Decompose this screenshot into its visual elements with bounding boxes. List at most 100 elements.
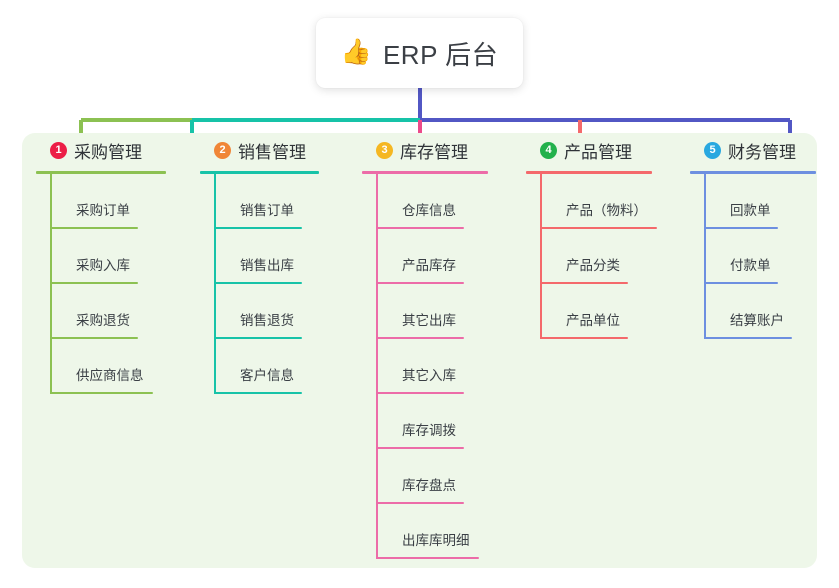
leaf-item-label: 仓库信息: [402, 203, 456, 218]
branch-spine-5: [704, 174, 706, 339]
leaf-item-label: 采购入库: [76, 258, 130, 273]
branch-spine-2: [214, 174, 216, 394]
branch-badge-1: 1: [50, 141, 67, 159]
branch-rule-5: [690, 171, 816, 174]
branch-badge-2: 2: [214, 141, 231, 159]
leaf-item-label: 采购退货: [76, 313, 130, 328]
leaf-item-label: 销售订单: [240, 203, 294, 218]
leaf-item-rule: [540, 227, 657, 229]
leaf-item[interactable]: 结算账户: [704, 284, 839, 339]
leaf-item[interactable]: 采购入库: [50, 229, 188, 284]
leaf-item-rule: [50, 282, 138, 284]
leaf-item-rule: [376, 502, 464, 504]
leaf-item-label: 其它出库: [402, 313, 456, 328]
branch-spine-4: [540, 174, 542, 339]
root-node[interactable]: 👍 ERP 后台: [316, 18, 523, 88]
branch-column-1: 1 采购管理采购订单采购入库采购退货供应商信息: [36, 133, 188, 394]
leaf-item[interactable]: 其它出库: [376, 284, 522, 339]
leaf-item[interactable]: 产品（物料）: [540, 174, 686, 229]
leaf-item-label: 销售出库: [240, 258, 294, 273]
leaf-item-rule: [214, 392, 302, 394]
leaf-item-rule: [704, 227, 778, 229]
branch-title-5: 财务管理: [728, 142, 796, 162]
branch-header-2[interactable]: 2 销售管理: [200, 133, 352, 167]
branch-items-2: 销售订单销售出库销售退货客户信息: [200, 174, 352, 394]
leaf-item[interactable]: 其它入库: [376, 339, 522, 394]
branch-items-5: 回款单付款单结算账户: [690, 174, 839, 339]
leaf-item-label: 其它入库: [402, 368, 456, 383]
root-title: ERP 后台: [382, 39, 499, 70]
leaf-item[interactable]: 销售出库: [214, 229, 352, 284]
leaf-item-rule: [540, 337, 628, 339]
leaf-item-rule: [214, 227, 302, 229]
leaf-item-label: 回款单: [730, 203, 771, 218]
leaf-item[interactable]: 采购退货: [50, 284, 188, 339]
branch-column-2: 2 销售管理销售订单销售出库销售退货客户信息: [200, 133, 352, 394]
branch-header-4[interactable]: 4 产品管理: [526, 133, 686, 167]
leaf-item-label: 产品库存: [402, 258, 456, 273]
leaf-item[interactable]: 产品库存: [376, 229, 522, 284]
branch-badge-5: 5: [704, 141, 721, 159]
branch-header-5[interactable]: 5 财务管理: [690, 133, 839, 167]
leaf-item[interactable]: 出库库明细: [376, 504, 522, 559]
leaf-item[interactable]: 销售订单: [214, 174, 352, 229]
leaf-item-label: 结算账户: [730, 313, 784, 328]
leaf-item-rule: [376, 337, 464, 339]
leaf-item-label: 库存盘点: [402, 478, 456, 493]
leaf-item-label: 供应商信息: [76, 368, 144, 383]
leaf-item-label: 付款单: [730, 258, 771, 273]
leaf-item-rule: [376, 392, 464, 394]
leaf-item[interactable]: 产品单位: [540, 284, 686, 339]
branch-title-4: 产品管理: [564, 142, 632, 162]
branch-badge-4: 4: [540, 141, 557, 159]
leaf-item-rule: [376, 282, 464, 284]
branch-title-3: 库存管理: [400, 142, 468, 162]
leaf-item-label: 采购订单: [76, 203, 130, 218]
branch-spine-3: [376, 174, 378, 559]
branch-title-2: 销售管理: [238, 142, 306, 162]
branch-items-3: 仓库信息产品库存其它出库其它入库库存调拨库存盘点出库库明细: [362, 174, 522, 559]
leaf-item-rule: [704, 337, 792, 339]
leaf-item[interactable]: 销售退货: [214, 284, 352, 339]
leaf-item-label: 产品单位: [566, 313, 620, 328]
leaf-item[interactable]: 客户信息: [214, 339, 352, 394]
leaf-item[interactable]: 采购订单: [50, 174, 188, 229]
leaf-item-label: 销售退货: [240, 313, 294, 328]
branch-badge-3: 3: [376, 141, 393, 159]
leaf-item[interactable]: 库存调拨: [376, 394, 522, 449]
leaf-item-rule: [214, 337, 302, 339]
branch-rule-3: [362, 171, 488, 174]
branch-header-3[interactable]: 3 库存管理: [362, 133, 522, 167]
leaf-item-label: 产品分类: [566, 258, 620, 273]
branch-columns: 1 采购管理采购订单采购入库采购退货供应商信息 2 销售管理销售订单销售出库销售退货客…: [22, 133, 817, 568]
branch-column-5: 5 财务管理回款单付款单结算账户: [690, 133, 839, 339]
branch-items-4: 产品（物料） 产品分类产品单位: [526, 174, 686, 339]
leaf-item-rule: [50, 392, 153, 394]
leaf-item-rule: [376, 227, 464, 229]
branch-spine-1: [50, 174, 52, 394]
leaf-item[interactable]: 供应商信息: [50, 339, 188, 394]
leaf-item[interactable]: 产品分类: [540, 229, 686, 284]
leaf-item[interactable]: 回款单: [704, 174, 839, 229]
leaf-item-label: 库存调拨: [402, 423, 456, 438]
branch-rule-2: [200, 171, 319, 174]
leaf-item-rule: [704, 282, 778, 284]
leaf-item-rule: [376, 447, 464, 449]
branch-title-1: 采购管理: [74, 142, 142, 162]
leaf-item[interactable]: 库存盘点: [376, 449, 522, 504]
leaf-item-label: 客户信息: [240, 368, 294, 383]
leaf-item[interactable]: 付款单: [704, 229, 839, 284]
leaf-item-rule: [376, 557, 479, 559]
leaf-item-rule: [214, 282, 302, 284]
diagram-panel: [22, 133, 817, 568]
leaf-item[interactable]: 仓库信息: [376, 174, 522, 229]
branch-header-1[interactable]: 1 采购管理: [36, 133, 188, 167]
leaf-item-label: 出库库明细: [402, 533, 470, 548]
leaf-item-rule: [50, 337, 138, 339]
branch-column-3: 3 库存管理仓库信息产品库存其它出库其它入库库存调拨库存盘点出库库明细: [362, 133, 522, 559]
branch-column-4: 4 产品管理产品（物料） 产品分类产品单位: [526, 133, 686, 339]
leaf-item-rule: [50, 227, 138, 229]
leaf-item-rule: [540, 282, 628, 284]
branch-rule-1: [36, 171, 166, 174]
thumbs-up-icon: 👍: [340, 37, 372, 66]
